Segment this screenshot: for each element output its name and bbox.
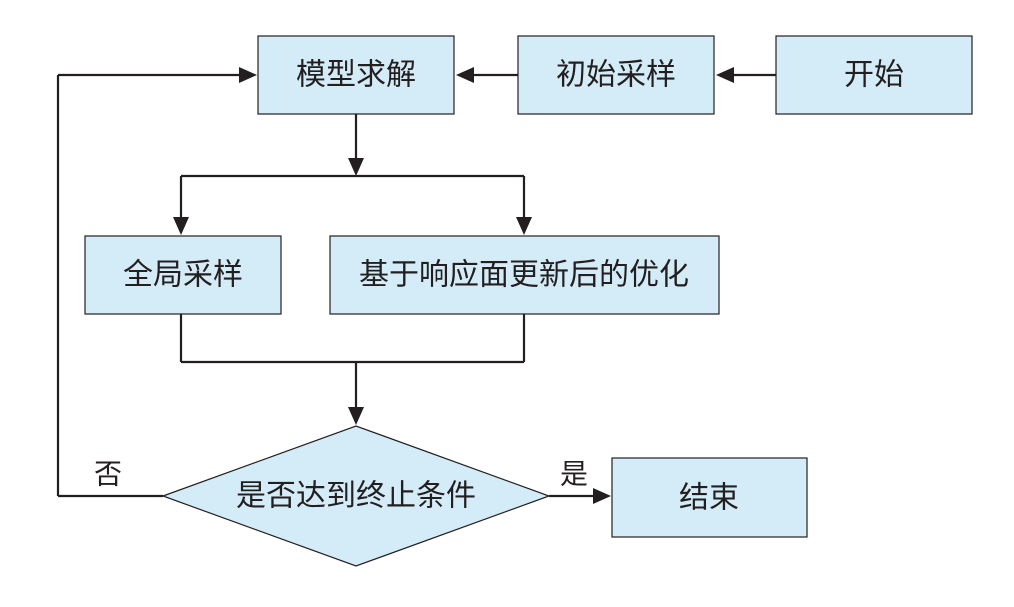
node-termination-check: 是否达到终止条件 [161,425,551,567]
node-termination-check-label: 是否达到终止条件 [236,479,476,514]
node-global-sampling: 全局采样 [84,235,282,315]
node-model-solve-label: 模型求解 [296,58,416,93]
edge-model-solve-to-split [348,114,364,176]
node-end: 结束 [611,457,808,538]
edge-merge-to-termination-check [179,314,526,425]
edge-yes-to-end [549,488,611,504]
node-rsm-optimization: 基于响应面更新后的优化 [329,235,720,315]
node-global-sampling-label: 全局采样 [123,258,243,293]
edge-initial-sampling-to-model-solve [456,67,518,83]
edge-no-loop-to-model-solve [56,67,257,498]
node-start-label: 开始 [844,58,904,93]
edge-start-to-initial-sampling [716,67,776,83]
node-initial-sampling-label: 初始采样 [556,58,676,93]
edge-label-no: 否 [94,458,122,491]
node-rsm-optimization-label: 基于响应面更新后的优化 [359,258,689,293]
node-start: 开始 [775,35,973,115]
node-model-solve: 模型求解 [257,35,455,115]
node-initial-sampling: 初始采样 [517,35,715,115]
edge-split-branches [173,174,532,235]
edge-label-yes: 是 [560,458,588,491]
node-end-label: 结束 [679,481,739,516]
